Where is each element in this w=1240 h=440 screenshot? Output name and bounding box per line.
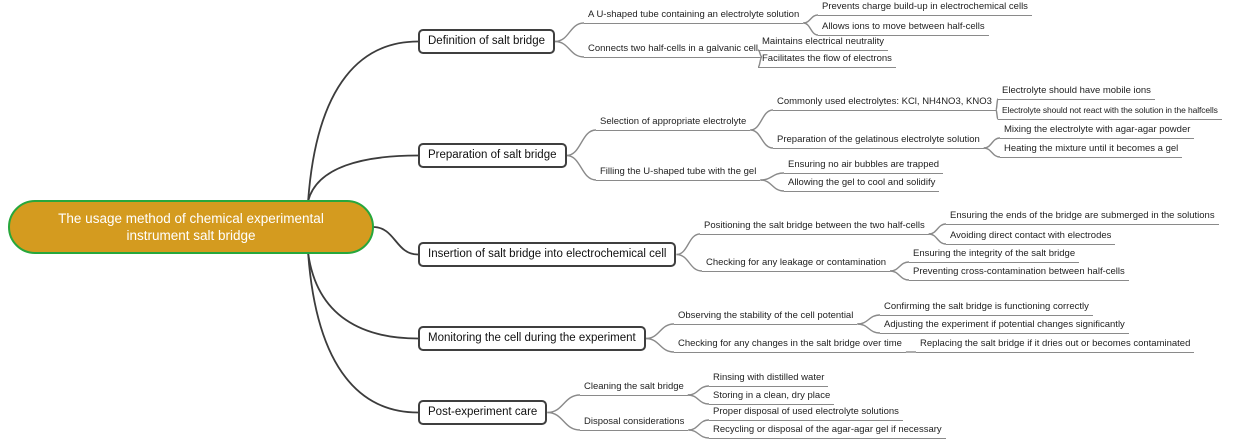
node-avoid-electrode-contact[interactable]: Avoiding direct contact with electrodes xyxy=(946,229,1116,245)
node-selection-electrolyte[interactable]: Selection of appropriate electrolyte xyxy=(596,115,751,131)
node-no-react-halfcells[interactable]: Electrolyte should not react with the so… xyxy=(998,104,1222,120)
node-checking-leakage[interactable]: Checking for any leakage or contaminatio… xyxy=(702,256,891,272)
node-heating-gel[interactable]: Heating the mixture until it becomes a g… xyxy=(1000,142,1183,158)
node-maintains-neutrality[interactable]: Maintains electrical neutrality xyxy=(758,35,888,51)
node-positioning-bridge[interactable]: Positioning the salt bridge between the … xyxy=(700,219,929,235)
node-gelatinous-solution[interactable]: Preparation of the gelatinous electrolyt… xyxy=(773,133,984,149)
topic-definition[interactable]: Definition of salt bridge xyxy=(418,29,555,54)
node-disposal-solutions[interactable]: Proper disposal of used electrolyte solu… xyxy=(709,405,903,421)
node-allows-ions-move[interactable]: Allows ions to move between half-cells xyxy=(818,20,989,36)
topic-insertion[interactable]: Insertion of salt bridge into electroche… xyxy=(418,242,677,267)
root-topic[interactable]: The usage method of chemical experimenta… xyxy=(8,200,374,254)
node-prevent-cross-contamination[interactable]: Preventing cross-contamination between h… xyxy=(909,265,1129,281)
node-checking-changes[interactable]: Checking for any changes in the salt bri… xyxy=(674,337,906,353)
node-common-electrolytes[interactable]: Commonly used electrolytes: KCl, NH4NO3,… xyxy=(773,95,996,111)
topic-preparation[interactable]: Preparation of salt bridge xyxy=(418,143,567,168)
node-mixing-agar[interactable]: Mixing the electrolyte with agar-agar po… xyxy=(1000,123,1195,139)
node-adjusting-experiment[interactable]: Adjusting the experiment if potential ch… xyxy=(880,318,1129,334)
node-recycling-agar-gel[interactable]: Recycling or disposal of the agar-agar g… xyxy=(709,423,946,439)
topic-post-experiment-care[interactable]: Post-experiment care xyxy=(418,400,548,425)
node-facilitates-electron-flow[interactable]: Facilitates the flow of electrons xyxy=(758,52,896,68)
node-storing-clean-dry[interactable]: Storing in a clean, dry place xyxy=(709,389,835,405)
node-cleaning-bridge[interactable]: Cleaning the salt bridge xyxy=(580,380,688,396)
node-connects-half-cells[interactable]: Connects two half-cells in a galvanic ce… xyxy=(584,42,763,58)
node-no-air-bubbles[interactable]: Ensuring no air bubbles are trapped xyxy=(784,158,944,174)
topic-monitoring[interactable]: Monitoring the cell during the experimen… xyxy=(418,326,646,351)
node-rinsing-distilled[interactable]: Rinsing with distilled water xyxy=(709,371,829,387)
node-mobile-ions[interactable]: Electrolyte should have mobile ions xyxy=(998,84,1155,100)
node-observing-stability[interactable]: Observing the stability of the cell pote… xyxy=(674,309,858,325)
node-gel-cool-solidify[interactable]: Allowing the gel to cool and solidify xyxy=(784,176,940,192)
node-replacing-bridge[interactable]: Replacing the salt bridge if it dries ou… xyxy=(916,337,1195,353)
node-disposal-considerations[interactable]: Disposal considerations xyxy=(580,415,689,431)
node-confirming-functioning[interactable]: Confirming the salt bridge is functionin… xyxy=(880,300,1093,316)
node-prevents-charge-buildup[interactable]: Prevents charge build-up in electrochemi… xyxy=(818,0,1032,16)
node-filling-tube[interactable]: Filling the U-shaped tube with the gel xyxy=(596,165,761,181)
node-integrity-bridge[interactable]: Ensuring the integrity of the salt bridg… xyxy=(909,247,1080,263)
node-ends-submerged[interactable]: Ensuring the ends of the bridge are subm… xyxy=(946,209,1219,225)
node-u-shaped-tube[interactable]: A U-shaped tube containing an electrolyt… xyxy=(584,8,804,24)
